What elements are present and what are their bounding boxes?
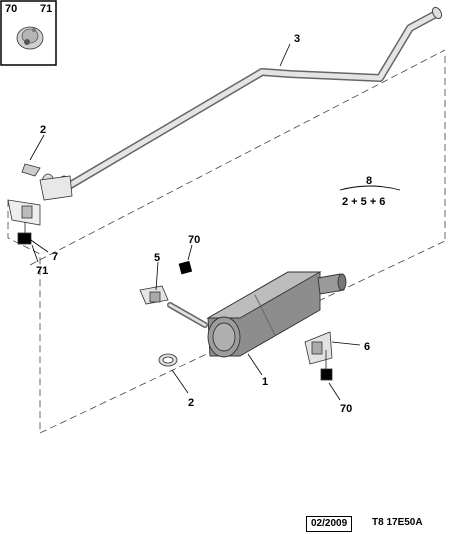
callout-2-top: 2 [40, 124, 46, 136]
kit-number: 8 [366, 175, 372, 187]
rubber-mount-70 [178, 260, 193, 275]
hanger-bracket-6 [304, 331, 333, 381]
inset-label-70: 70 [5, 3, 17, 15]
callout-70-bottom: 70 [340, 403, 352, 415]
callout-5: 5 [154, 252, 160, 264]
inset-label-71: 71 [40, 3, 52, 15]
clamp-ring-2 [158, 353, 178, 367]
pipe-clamp-front [21, 163, 73, 201]
callout-1: 1 [262, 376, 268, 388]
front-pipe [58, 6, 443, 194]
callout-6: 6 [364, 341, 370, 353]
assembly-outline [7, 49, 446, 434]
silencer-inlet-pipe [167, 302, 208, 328]
callout-2-bottom: 2 [188, 397, 194, 409]
rubber-mount-icon [16, 26, 44, 50]
callout-3: 3 [294, 33, 300, 45]
footer-date: 02/2009 [306, 516, 353, 532]
callout-71: 71 [36, 265, 48, 277]
footer-code: T8 17E50A [372, 517, 423, 528]
kit-bracket: 8 2 + 5 + 6 [339, 175, 401, 208]
inset-box: 70 71 [0, 0, 57, 66]
callout-70-mid: 70 [188, 234, 200, 246]
rear-silencer [206, 271, 347, 358]
hanger-clip-5 [139, 285, 169, 305]
hanger-bracket-front [7, 199, 41, 245]
kit-formula: 2 + 5 + 6 [342, 196, 385, 208]
leader-lines [27, 43, 361, 401]
callout-7: 7 [52, 251, 58, 263]
